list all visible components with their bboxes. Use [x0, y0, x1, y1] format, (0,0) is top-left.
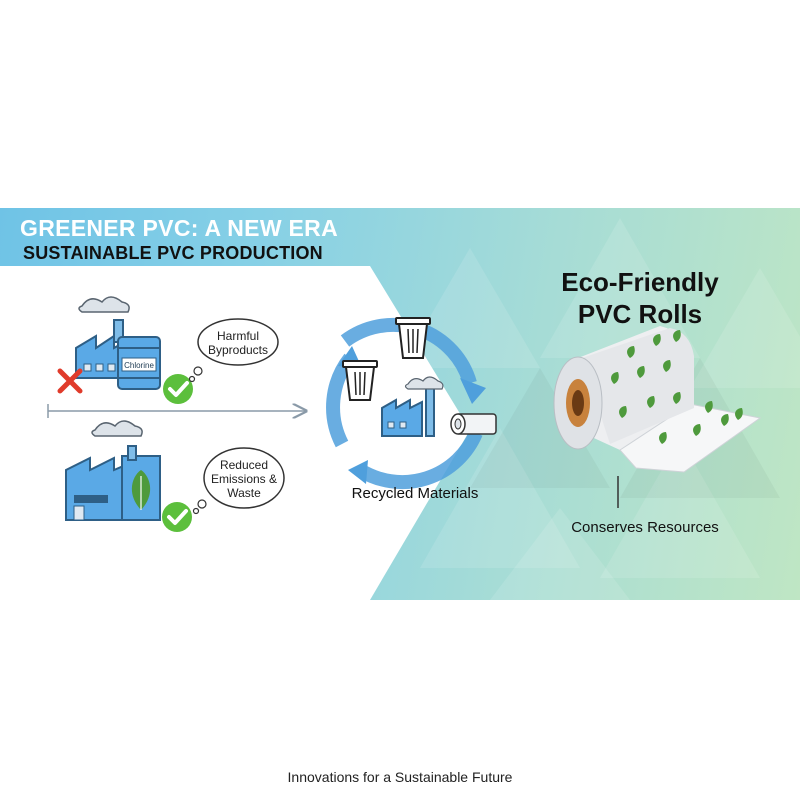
- harmful-byproducts-text: Harmful Byproducts: [207, 329, 269, 357]
- reduced-emissions-text: Reduced Emissions & Waste: [204, 458, 284, 500]
- cross-icon: [57, 368, 83, 394]
- reduced-emissions-line3: Waste: [227, 486, 261, 500]
- reduced-emissions-line2: Emissions &: [210, 472, 278, 486]
- recycled-materials-label: Recycled Materials: [351, 485, 479, 502]
- illustration-layer: Chlorine: [47, 296, 762, 532]
- check-icon: [162, 502, 192, 532]
- film-roll-icon: [450, 413, 497, 435]
- product-title: Eco-Friendly PVC Rolls: [540, 266, 740, 330]
- leaf-icon: [131, 470, 151, 510]
- reduced-emissions-line1: Reduced: [219, 458, 269, 472]
- pvc-roll-icon: [553, 326, 762, 473]
- leaf-pattern: [611, 330, 743, 444]
- product-title-line1: Eco-Friendly: [561, 267, 719, 297]
- product-title-line2: PVC Rolls: [577, 299, 703, 329]
- footer-tagline: Innovations for a Sustainable Future: [287, 769, 513, 785]
- trash-bin-icon: [342, 360, 378, 401]
- chlorine-drum-icon: [117, 336, 161, 390]
- conserves-resources-caption: Conserves Resources: [571, 519, 719, 536]
- banner-headline: GREENER PVC: A NEW ERA: [20, 215, 338, 241]
- triangle-pattern: [400, 218, 800, 600]
- factory-new-icon: [65, 420, 161, 521]
- thought-bubble-harmful: [188, 318, 279, 383]
- factory-small-icon: [381, 376, 444, 437]
- banner-subheadline: SUSTAINABLE PVC PRODUCTION: [23, 243, 323, 263]
- banner: GREENER PVC: A NEW ERA SUSTAINABLE PVC P…: [0, 208, 800, 600]
- thought-bubble-reduced: [192, 447, 285, 515]
- check-icon: [163, 374, 193, 404]
- trash-bin-icon: [395, 317, 431, 359]
- chlorine-drum-label: Chlorine: [124, 361, 154, 370]
